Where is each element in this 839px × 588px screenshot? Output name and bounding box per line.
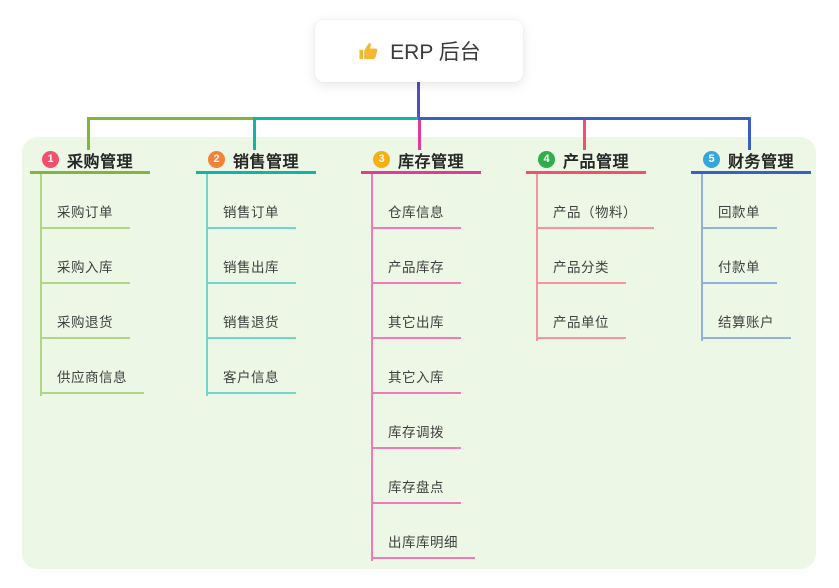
branch-title-label: 财务管理 xyxy=(728,153,795,171)
child-row: 采购退货 xyxy=(30,284,200,339)
thumbs-up-icon xyxy=(359,42,378,59)
branch-drop-line xyxy=(748,117,751,150)
bus-segment xyxy=(87,117,256,120)
child-connector-line xyxy=(40,174,42,396)
branch-title-label: 库存管理 xyxy=(398,153,465,171)
mindmap-node[interactable]: 结算账户 xyxy=(701,311,791,339)
child-row: 销售订单 xyxy=(196,174,366,229)
branch-number-badge: 1 xyxy=(42,151,59,168)
branch-5: 5 财务管理回款单付款单结算账户 xyxy=(691,148,839,341)
mindmap-node[interactable]: 回款单 xyxy=(701,201,777,229)
child-row: 库存盘点 xyxy=(361,449,531,504)
mindmap-node[interactable]: 产品分类 xyxy=(536,256,626,284)
branch-number-badge: 3 xyxy=(373,151,390,168)
child-row: 采购入库 xyxy=(30,229,200,284)
root-node[interactable]: ERP 后台 xyxy=(315,20,523,82)
child-connector-line xyxy=(371,174,373,561)
mindmap-node[interactable]: 销售退货 xyxy=(206,311,296,339)
mindmap-node[interactable]: 其它出库 xyxy=(371,311,461,339)
branch-number-badge: 5 xyxy=(703,151,720,168)
branch-1: 1 采购管理采购订单采购入库采购退货供应商信息 xyxy=(30,148,200,396)
mindmap-node[interactable]: 其它入库 xyxy=(371,366,461,394)
branch-drop-line xyxy=(87,117,90,150)
child-row: 销售退货 xyxy=(196,284,366,339)
mindmap-node[interactable]: 仓库信息 xyxy=(371,201,461,229)
child-row: 客户信息 xyxy=(196,339,366,394)
branch-number-badge: 4 xyxy=(538,151,555,168)
branch-2: 2 销售管理销售订单销售出库销售退货客户信息 xyxy=(196,148,366,396)
child-row: 销售出库 xyxy=(196,229,366,284)
child-row: 产品单位 xyxy=(526,284,696,339)
branch-children: 销售订单销售出库销售退货客户信息 xyxy=(196,174,366,396)
branch-4: 4 产品管理产品（物料） 产品分类产品单位 xyxy=(526,148,696,341)
bus-segment xyxy=(253,117,421,120)
branch-children: 产品（物料） 产品分类产品单位 xyxy=(526,174,696,341)
branch-number-badge: 2 xyxy=(208,151,225,168)
root-node-label: ERP 后台 xyxy=(390,41,481,64)
mindmap-node[interactable]: 出库库明细 xyxy=(371,531,475,559)
mindmap-node[interactable]: 产品（物料） xyxy=(536,201,654,229)
mindmap-node[interactable]: 采购订单 xyxy=(40,201,130,229)
branch-title-node[interactable]: 1 采购管理 xyxy=(30,148,150,174)
child-row: 结算账户 xyxy=(691,284,839,339)
branch-title-node[interactable]: 5 财务管理 xyxy=(691,148,811,174)
branch-drop-line xyxy=(583,117,586,150)
child-row: 其它出库 xyxy=(361,284,531,339)
branch-children: 采购订单采购入库采购退货供应商信息 xyxy=(30,174,200,396)
child-row: 仓库信息 xyxy=(361,174,531,229)
child-row: 出库库明细 xyxy=(361,504,531,559)
mindmap-node[interactable]: 库存调拨 xyxy=(371,421,461,449)
child-row: 其它入库 xyxy=(361,339,531,394)
child-row: 产品分类 xyxy=(526,229,696,284)
child-row: 回款单 xyxy=(691,174,839,229)
mindmap-node[interactable]: 付款单 xyxy=(701,256,777,284)
child-row: 采购订单 xyxy=(30,174,200,229)
branch-children: 仓库信息产品库存其它出库其它入库库存调拨库存盘点出库库明细 xyxy=(361,174,531,561)
branch-drop-line xyxy=(418,117,421,150)
branch-title-node[interactable]: 4 产品管理 xyxy=(526,148,646,174)
mindmap-node[interactable]: 采购入库 xyxy=(40,256,130,284)
mindmap-node[interactable]: 销售出库 xyxy=(206,256,296,284)
branch-title-label: 销售管理 xyxy=(233,153,300,171)
mindmap-node[interactable]: 客户信息 xyxy=(206,366,296,394)
child-connector-line xyxy=(206,174,208,396)
mindmap-background-panel xyxy=(22,137,816,569)
mindmap-node[interactable]: 销售订单 xyxy=(206,201,296,229)
branch-children: 回款单付款单结算账户 xyxy=(691,174,839,341)
branch-3: 3 库存管理仓库信息产品库存其它出库其它入库库存调拨库存盘点出库库明细 xyxy=(361,148,531,561)
child-connector-line xyxy=(701,174,703,341)
branch-title-node[interactable]: 3 库存管理 xyxy=(361,148,481,174)
child-row: 供应商信息 xyxy=(30,339,200,394)
branch-title-label: 采购管理 xyxy=(67,153,134,171)
mindmap-node[interactable]: 产品单位 xyxy=(536,311,626,339)
branch-title-node[interactable]: 2 销售管理 xyxy=(196,148,316,174)
mindmap-node[interactable]: 产品库存 xyxy=(371,256,461,284)
mindmap-node[interactable]: 库存盘点 xyxy=(371,476,461,504)
mindmap-node[interactable]: 供应商信息 xyxy=(40,366,144,394)
branch-drop-line xyxy=(253,117,256,150)
branch-title-label: 产品管理 xyxy=(563,153,630,171)
child-row: 库存调拨 xyxy=(361,394,531,449)
root-stem-line xyxy=(417,82,420,118)
mindmap-node[interactable]: 采购退货 xyxy=(40,311,130,339)
child-connector-line xyxy=(536,174,538,341)
child-row: 产品库存 xyxy=(361,229,531,284)
bus-segment xyxy=(418,117,751,120)
child-row: 付款单 xyxy=(691,229,839,284)
child-row: 产品（物料） xyxy=(526,174,696,229)
